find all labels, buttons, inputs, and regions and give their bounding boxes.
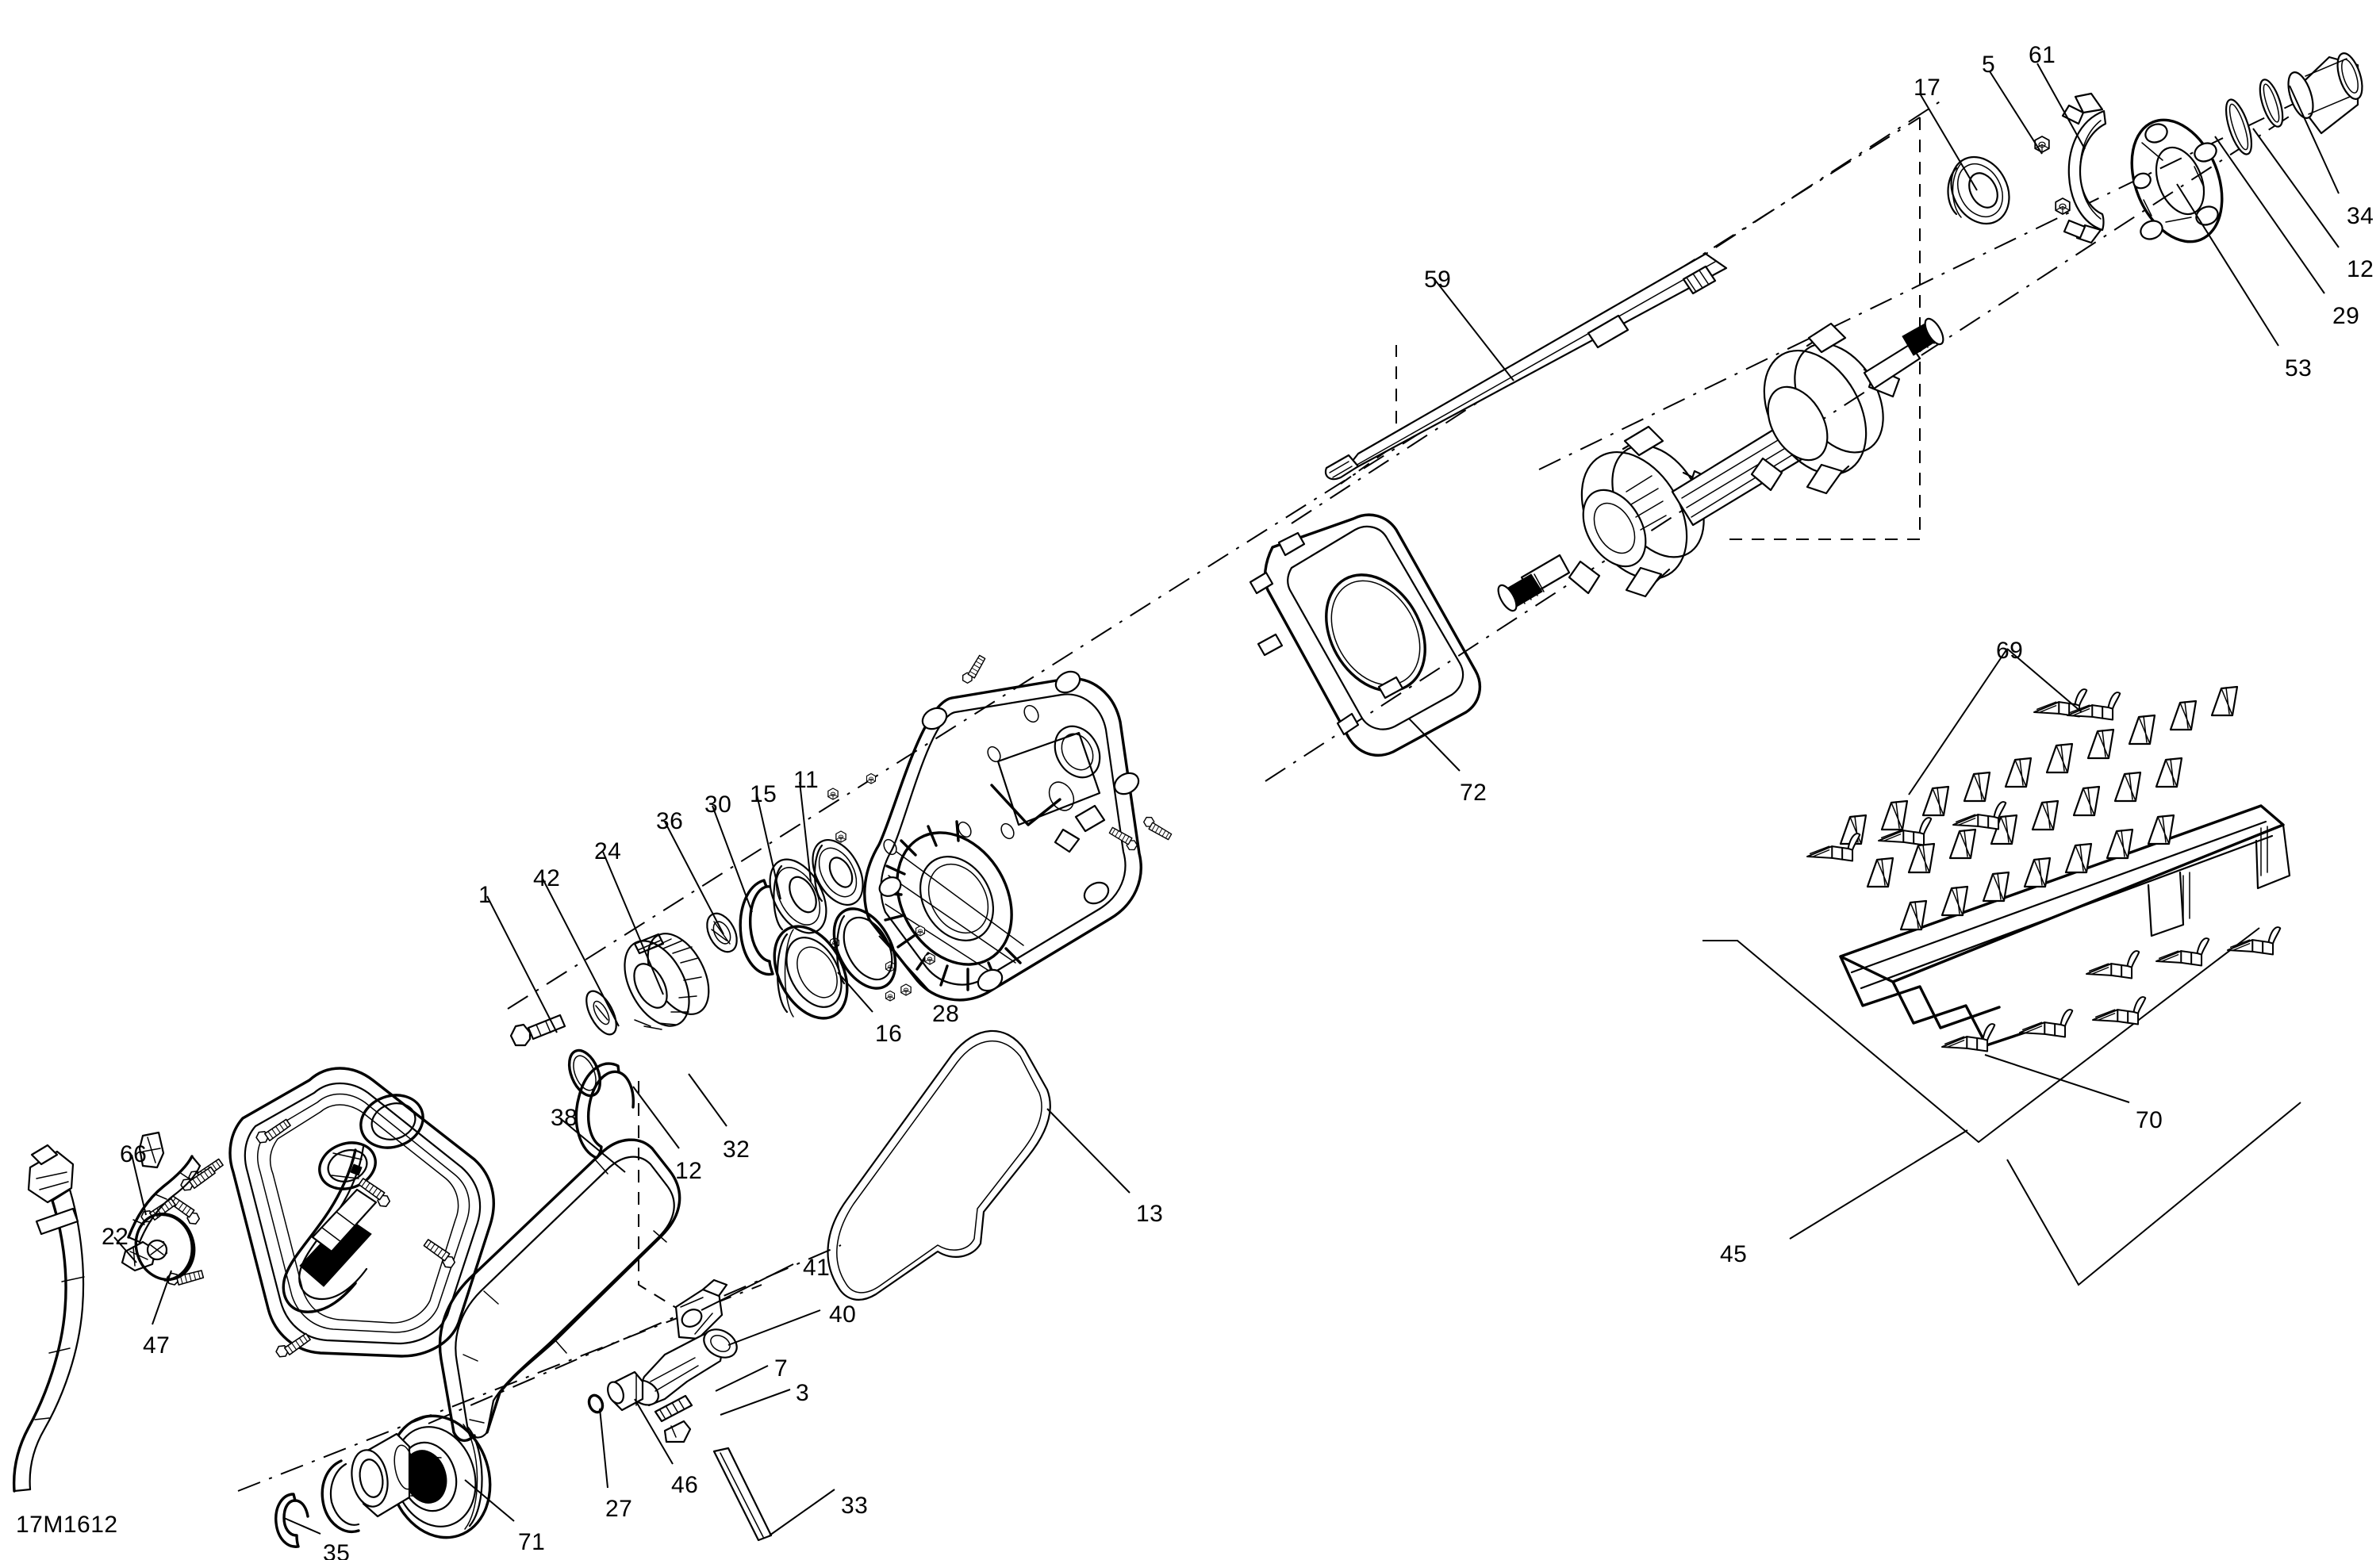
- callout-45[interactable]: 45: [1720, 1241, 1748, 1267]
- chain-tensioner-assembly: [587, 1278, 773, 1542]
- part-72-support-plate: [1249, 513, 1482, 757]
- callout-5[interactable]: 5: [1982, 52, 1996, 78]
- callout-30[interactable]: 30: [704, 791, 732, 818]
- callout-28[interactable]: 28: [932, 1001, 960, 1027]
- part-17-ball-bearing: [1947, 155, 2010, 225]
- callout-70[interactable]: 70: [2136, 1107, 2163, 1133]
- axle-outboard-assembly: [1947, 52, 2363, 244]
- part-38-drive-chain: [438, 1138, 681, 1442]
- part-32-retaining-ring: [574, 1062, 635, 1159]
- vent-drain-parts: [12, 1131, 202, 1493]
- housing-bearing-boss: [881, 820, 1024, 991]
- upper-shaft-stack: [509, 839, 897, 1047]
- part-3-pad: [663, 1420, 692, 1443]
- part-61-bearing-clamp: [2061, 92, 2107, 244]
- callout-53[interactable]: 53: [2285, 355, 2313, 381]
- callout-69[interactable]: 69: [1996, 638, 2024, 664]
- part-7-spring-pin: [654, 1394, 693, 1423]
- callout-22[interactable]: 22: [102, 1224, 129, 1250]
- callout-35[interactable]: 35: [323, 1540, 351, 1560]
- part-16-oil-seal: [773, 925, 849, 1020]
- callout-27[interactable]: 27: [605, 1496, 633, 1522]
- diagram-id-code: 17M1612: [16, 1512, 118, 1538]
- part-33-dipstick: [712, 1447, 773, 1542]
- chaincase-housing: [863, 670, 1142, 1002]
- callout-32[interactable]: 32: [723, 1136, 750, 1163]
- callout-34[interactable]: 34: [2347, 203, 2374, 229]
- part-45-track-assembly: [1702, 685, 2301, 1286]
- track-clips-70: [1940, 926, 2282, 1052]
- part-1-screw: [509, 1014, 566, 1047]
- part-11-oil-seal: [812, 839, 864, 906]
- callout-41[interactable]: 41: [803, 1255, 831, 1281]
- callout-leaders: [113, 63, 2340, 1536]
- callout-38[interactable]: 38: [551, 1105, 578, 1131]
- part-59-drive-axle: [1324, 252, 1728, 481]
- lower-sprocket-assembly: [274, 1414, 492, 1548]
- part-42-washer: [585, 990, 617, 1036]
- callout-12-outer[interactable]: 12: [2347, 256, 2374, 282]
- callout-47[interactable]: 47: [143, 1332, 171, 1359]
- callout-61[interactable]: 61: [2029, 42, 2056, 68]
- callout-17[interactable]: 17: [1914, 75, 1941, 101]
- part-66-clip: [138, 1131, 165, 1169]
- callout-15[interactable]: 15: [750, 781, 777, 807]
- callout-59[interactable]: 59: [1424, 266, 1452, 293]
- callout-3[interactable]: 3: [796, 1380, 810, 1406]
- part-47-oil-cap: [134, 1212, 196, 1282]
- callout-1[interactable]: 1: [478, 882, 493, 908]
- callout-42[interactable]: 42: [533, 865, 561, 891]
- track-lugs: [1839, 685, 2239, 931]
- callout-66[interactable]: 66: [120, 1141, 148, 1167]
- callout-72[interactable]: 72: [1460, 780, 1488, 806]
- part-28-ball-bearing: [832, 907, 897, 990]
- callout-24[interactable]: 24: [594, 838, 622, 864]
- callout-71[interactable]: 71: [518, 1529, 546, 1555]
- callout-11[interactable]: 11: [793, 767, 820, 793]
- part-24-sprocket-gear: [624, 933, 710, 1030]
- callout-12-small[interactable]: 12: [675, 1158, 703, 1184]
- part-41-tensioner-block: [674, 1278, 728, 1340]
- callout-16[interactable]: 16: [875, 1021, 903, 1047]
- drive-sprocket-wheels: [1497, 317, 1944, 612]
- part-5-flange-nut-lower: [2055, 197, 2071, 215]
- part-13-chaincase-gasket: [827, 1029, 1051, 1301]
- callout-13[interactable]: 13: [1136, 1201, 1164, 1227]
- callout-46[interactable]: 46: [671, 1472, 699, 1498]
- part-12-retaining-ring: [2259, 79, 2284, 128]
- part-29-retaining-ring: [2225, 98, 2253, 155]
- callout-29[interactable]: 29: [2332, 303, 2360, 329]
- part-34-end-cap: [2287, 52, 2363, 135]
- callout-33[interactable]: 33: [841, 1493, 869, 1519]
- part-27-o-ring: [587, 1393, 605, 1414]
- brake-lever: [12, 1144, 85, 1493]
- chaincase-cover: [139, 1067, 495, 1361]
- callout-40[interactable]: 40: [829, 1301, 857, 1328]
- centerlines: [237, 88, 2325, 1492]
- part-hub-sleeve: [321, 1432, 416, 1533]
- callout-36[interactable]: 36: [656, 808, 684, 834]
- callout-7[interactable]: 7: [774, 1355, 789, 1382]
- part-5-flange-nut-upper: [2034, 136, 2050, 153]
- part-12-retaining-ring-small: [567, 1048, 602, 1098]
- cover-fill-port: [318, 1141, 377, 1190]
- part-15-ball-bearing: [769, 858, 827, 934]
- part-53-hub-flange: [2130, 118, 2224, 243]
- part-35-retaining-ring: [274, 1493, 309, 1548]
- vent-hose: [127, 1155, 202, 1244]
